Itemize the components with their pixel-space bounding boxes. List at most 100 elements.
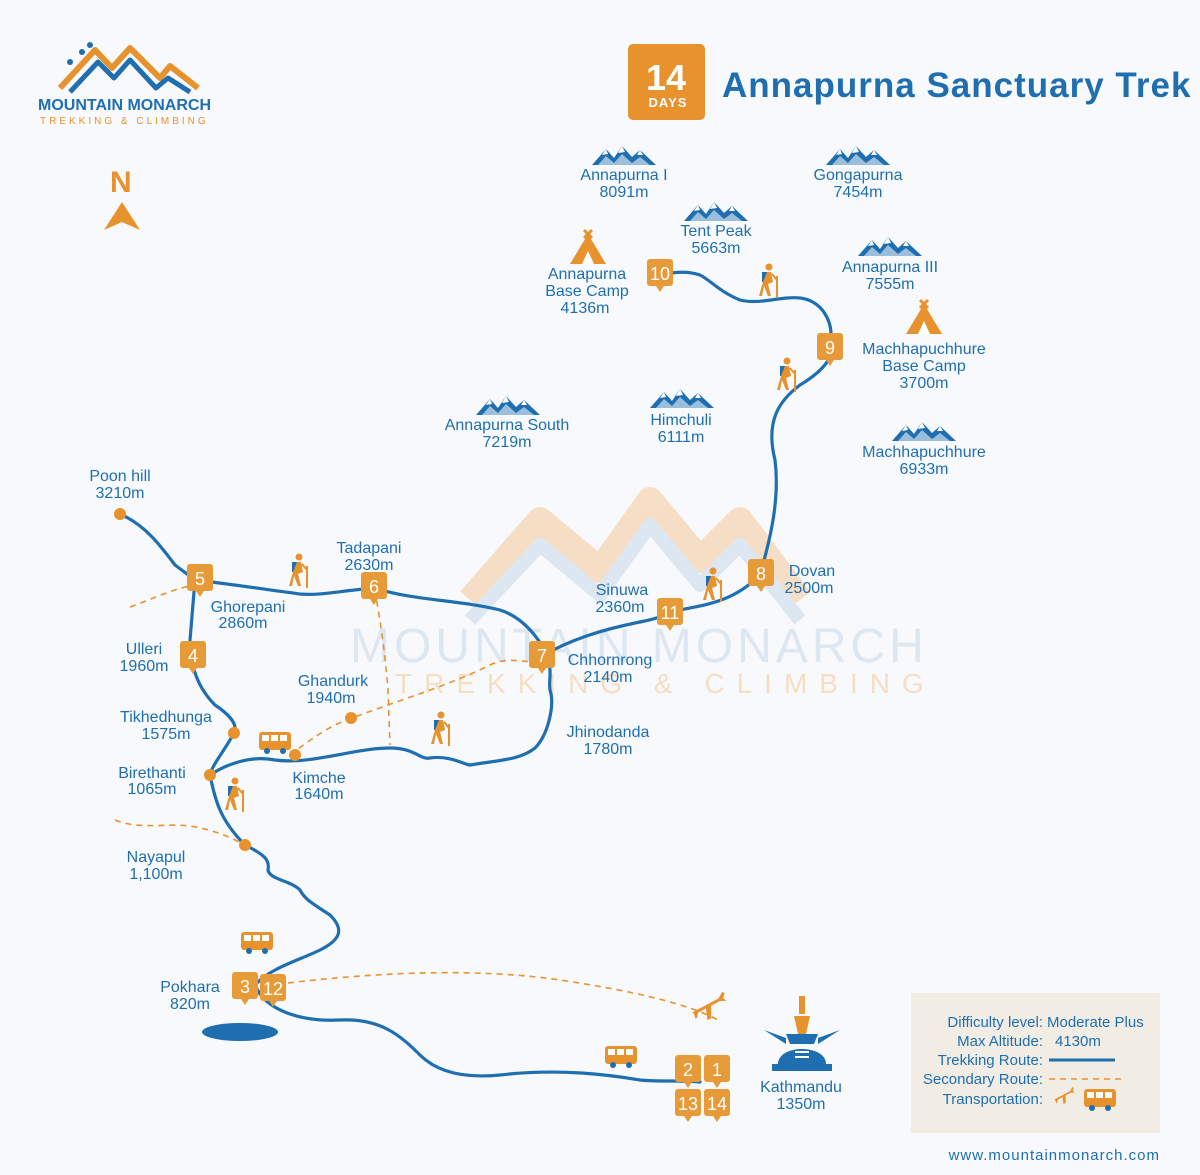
svg-text:10: 10	[650, 264, 670, 284]
peak-name: Annapurna I	[580, 167, 667, 184]
camp-name: Annapurna	[548, 266, 626, 283]
svg-text:2: 2	[683, 1060, 693, 1080]
camp-name: Base Camp	[882, 358, 966, 375]
mountain-icon	[592, 146, 656, 165]
hiker-icon	[758, 262, 778, 299]
peak-altitude: 6933m	[900, 461, 949, 478]
camp-name: Machhapuchhure	[862, 341, 986, 358]
days-badge	[628, 44, 705, 120]
stop-pin: 6	[361, 572, 387, 605]
stop-pin: 9	[817, 333, 843, 366]
place-altitude: 2140m	[584, 669, 633, 686]
place-name: Ulleri	[126, 641, 162, 658]
mountain-icon	[858, 237, 922, 256]
peak-altitude: 5663m	[692, 240, 741, 257]
tikhedhunga-dot	[228, 727, 240, 739]
stop-pin: 13	[675, 1089, 701, 1122]
stop-pin: 7	[529, 641, 555, 674]
svg-text:6: 6	[369, 577, 379, 597]
svg-text:14: 14	[707, 1094, 727, 1114]
place-name: Tadapani	[337, 540, 402, 557]
place-name: Poon hill	[89, 468, 150, 485]
lake-icon	[202, 1023, 278, 1041]
peak-name: Himchuli	[650, 412, 711, 429]
place-altitude: 820m	[170, 996, 210, 1013]
legend-trek-route-label: Trekking Route:	[938, 1052, 1043, 1069]
website-url[interactable]: www.mountainmonarch.com	[948, 1147, 1160, 1164]
place-name: Tikhedhunga	[120, 709, 212, 726]
svg-text:4: 4	[188, 646, 198, 666]
legend-transport-label: Transportation:	[943, 1091, 1043, 1108]
stop-pin: 8	[748, 559, 774, 592]
place-altitude: 1960m	[120, 658, 169, 675]
stop-markers: 1 2 3 4 5 6 7 8 9 10 11 12 13 14	[180, 259, 843, 1122]
peak-altitude: 7454m	[834, 184, 883, 201]
nayapul-dot	[239, 839, 251, 851]
svg-text:12: 12	[263, 979, 283, 999]
stop-pin: 12	[260, 974, 286, 1007]
stop-pin: 3	[232, 972, 258, 1005]
place-name: Pokhara	[160, 979, 220, 996]
place-name: Ghandurk	[298, 673, 369, 690]
place-name: Kathmandu	[760, 1079, 842, 1096]
legend-difficulty-value: Moderate Plus	[1047, 1014, 1144, 1031]
airplane-icon	[690, 991, 733, 1025]
place-name: Sinuwa	[596, 582, 649, 599]
stop-pin: 1	[704, 1055, 730, 1088]
svg-text:7: 7	[537, 646, 547, 666]
svg-text:5: 5	[195, 569, 205, 589]
kimche-dot	[289, 749, 301, 761]
tent-icon	[568, 228, 608, 266]
mountain-icon	[684, 202, 748, 221]
peak-altitude: 8091m	[600, 184, 649, 201]
place-name: Dovan	[789, 563, 835, 580]
watermark-brand: MOUNTAIN MONARCH	[350, 620, 928, 673]
place-altitude: 2500m	[785, 580, 834, 597]
svg-text:1: 1	[712, 1060, 722, 1080]
peak-name: Annapurna III	[842, 259, 938, 276]
place-altitude: 1780m	[584, 741, 633, 758]
place-altitude: 2630m	[345, 557, 394, 574]
stop-pin: 10	[647, 259, 673, 292]
ghandurk-dot	[345, 712, 357, 724]
peak-name: Tent Peak	[680, 223, 752, 240]
legend-max-alt-value: 4130m	[1055, 1033, 1101, 1050]
place-altitude: 1575m	[142, 726, 191, 743]
legend: Difficulty level: Moderate Plus Max Alti…	[911, 993, 1160, 1133]
stop-pin: 4	[180, 641, 206, 674]
stop-pin: 11	[657, 598, 683, 631]
hiker-icon	[776, 356, 796, 393]
peak-name: Machhapuchhure	[862, 444, 986, 461]
logo: MOUNTAIN MONARCH TREKKING & CLIMBING	[38, 42, 211, 127]
legend-box	[911, 993, 1160, 1133]
place-name: Jhinodanda	[567, 724, 650, 741]
camp-altitude: 3700m	[900, 375, 949, 392]
legend-difficulty-label: Difficulty level:	[947, 1014, 1043, 1031]
stop-pin: 2	[675, 1055, 701, 1088]
hiker-icon	[430, 710, 450, 747]
secondary-routes	[114, 585, 719, 1021]
place-name: Ghorepani	[211, 599, 286, 616]
stop-pin: 5	[187, 564, 213, 597]
mountain-icon	[650, 389, 714, 408]
place-altitude: 3210m	[96, 485, 145, 502]
place-labels: Poon hill 3210m Ghorepani 2860m Tadapani…	[89, 468, 842, 1113]
svg-text:13: 13	[678, 1094, 698, 1114]
watermark-tagline: TREKKING & CLIMBING	[395, 668, 936, 699]
north-arrow-icon: N	[104, 166, 140, 230]
place-altitude: 2360m	[596, 599, 645, 616]
mountain-icon	[476, 396, 540, 415]
svg-text:11: 11	[661, 603, 680, 623]
legend-max-alt-label: Max Altitude:	[957, 1033, 1043, 1050]
header: 14 DAYS Annapurna Sanctuary Trek	[628, 44, 1190, 120]
place-altitude: 1640m	[295, 786, 344, 803]
mountain-icon	[826, 146, 890, 165]
bus-icon	[259, 732, 291, 754]
poonhill-dot	[114, 508, 126, 520]
days-label: DAYS	[649, 95, 688, 110]
peak-altitude: 7555m	[866, 276, 915, 293]
bus-icon	[241, 932, 273, 954]
place-name: Birethanti	[118, 765, 186, 782]
peak-name: Annapurna South	[445, 417, 570, 434]
tent-icon	[904, 298, 944, 336]
